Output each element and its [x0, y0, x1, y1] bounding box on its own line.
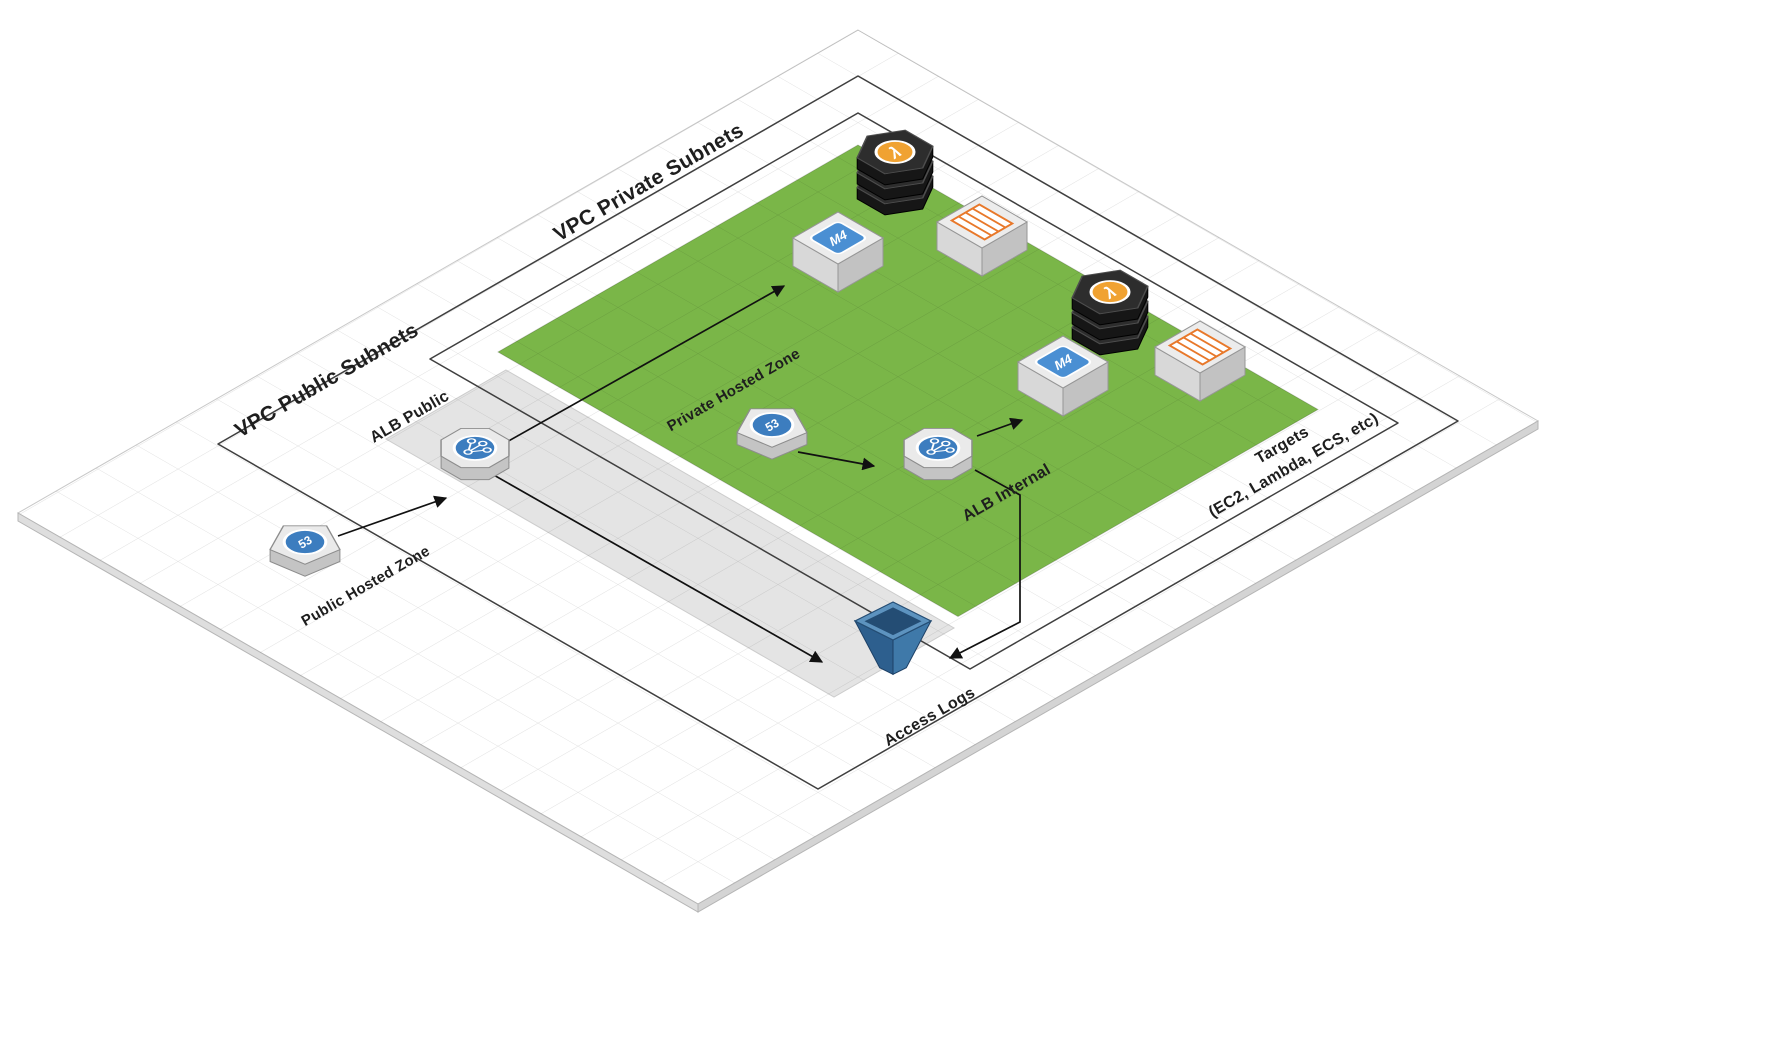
route53-private-badge: 53 — [763, 416, 782, 435]
arrow-public-hz-to-alb-public — [337, 495, 448, 537]
arrow-alb-internal-to-targets2 — [976, 417, 1024, 437]
vpc-private-outline — [429, 112, 1399, 670]
vpc-public-outline — [217, 75, 1459, 790]
arrow-alb-public-to-targets1 — [504, 285, 786, 444]
edges — [337, 285, 1024, 663]
arrow-alb-internal-to-access-logs — [948, 469, 1021, 659]
arrow-private-hz-to-alb-internal — [797, 451, 876, 471]
route53-public-badge: 53 — [296, 533, 315, 552]
iso-grid — [18, 30, 1538, 904]
arrow-alb-public-to-access-logs — [491, 473, 824, 663]
